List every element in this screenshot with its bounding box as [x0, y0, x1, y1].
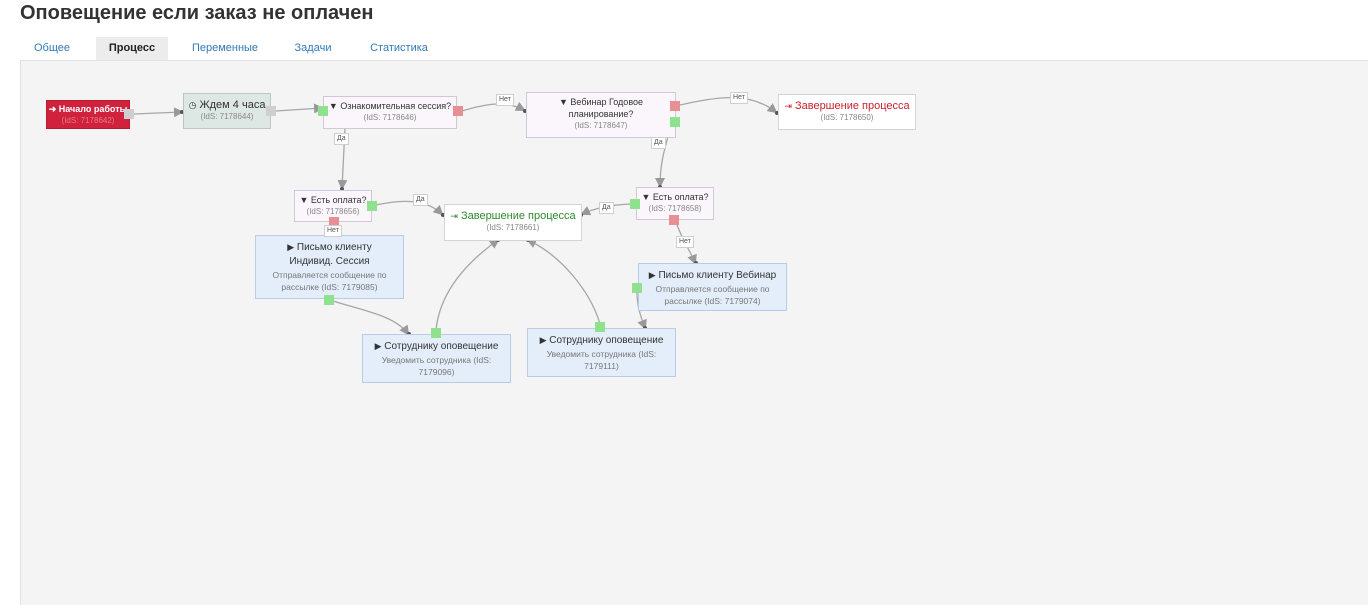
connector-label-yes: Да [599, 202, 614, 214]
sign-in-icon: ➜ [48, 104, 57, 114]
process-canvas[interactable] [20, 60, 1368, 605]
wait-node-ids: (IdS: 7178644) [200, 112, 254, 121]
staff-notify-right-title: Сотруднику оповещение [549, 335, 664, 346]
staff-notify-right-sub: Уведомить сотрудника (IdS: 7179111) [546, 349, 657, 371]
payment-condition-right-ids: (IdS: 7178658) [648, 204, 702, 213]
webinar-yes-port[interactable] [670, 117, 680, 127]
letter-webinar-action-node[interactable]: ▶ Письмо клиенту Вебинар Отправляется со… [638, 263, 787, 311]
play-icon: ▶ [648, 270, 656, 280]
webinar-condition-title: Вебинар Годовое планирование? [568, 97, 644, 119]
webinar-no-port[interactable] [670, 101, 680, 111]
start-node-out-port[interactable] [124, 109, 134, 119]
staff-right-out-port[interactable] [595, 322, 605, 332]
play-icon: ▶ [374, 341, 382, 351]
staff-notify-left-title: Сотруднику оповещение [384, 341, 499, 352]
wait-node[interactable]: ◷ Ждем 4 часа (IdS: 7178644) [183, 93, 271, 129]
letter-webinar-sub: Отправляется сообщение по рассылке (IdS:… [655, 284, 770, 306]
staff-notify-action-node-right[interactable]: ▶ Сотруднику оповещение Уведомить сотруд… [527, 328, 676, 377]
staff-notify-left-sub: Уведомить сотрудника (IdS: 7179096) [381, 355, 492, 377]
letter-individual-action-node[interactable]: ▶ Письмо клиенту Индивид. Сессия Отправл… [255, 235, 404, 299]
intro-session-condition-node[interactable]: ▼ Ознакомительная сессия? (IdS: 7178646) [323, 96, 457, 129]
filter-icon: ▼ [328, 101, 338, 111]
page-title: Оповещение если заказ не оплачен [20, 2, 374, 24]
letter-webinar-title: Письмо клиенту Вебинар [658, 270, 777, 281]
filter-icon: ▼ [299, 195, 309, 205]
filter-icon: ▼ [558, 97, 568, 107]
connector-label-yes: Да [651, 137, 666, 149]
tab-process[interactable]: Процесс [96, 37, 168, 60]
letter-webinar-out-port[interactable] [632, 283, 642, 293]
payment-condition-node-right[interactable]: ▼ Есть оплата? (IdS: 7178658) [636, 187, 714, 220]
intro-session-condition-title: Ознакомительная сессия? [340, 101, 452, 111]
end-process-node-top[interactable]: ⇥ Завершение процесса (IdS: 7178650) [778, 94, 916, 130]
start-node-ids: (IdS: 7178642) [61, 116, 115, 125]
start-node-title: Начало работы [58, 104, 128, 114]
connector-label-yes: Да [334, 133, 349, 145]
tab-general[interactable]: Общее [33, 42, 71, 54]
payment-left-yes-port[interactable] [367, 201, 377, 211]
end-process-top-title: Завершение процесса [794, 100, 910, 112]
end-process-middle-ids: (IdS: 7178661) [486, 223, 540, 232]
payment-condition-node-left[interactable]: ▼ Есть оплата? (IdS: 7178656) [294, 190, 372, 222]
wait-node-out-port[interactable] [266, 106, 276, 116]
payment-left-no-port[interactable] [329, 217, 339, 227]
intro-session-no-port[interactable] [453, 106, 463, 116]
connector-label-yes: Да [413, 194, 428, 206]
connector-label-no: Нет [324, 225, 342, 237]
letter-individual-out-port[interactable] [324, 295, 334, 305]
connector-label-no: Нет [496, 94, 514, 106]
intro-session-in-port[interactable] [318, 106, 328, 116]
play-icon: ▶ [287, 242, 295, 252]
sign-out-icon: ⇥ [450, 211, 458, 221]
webinar-condition-ids: (IdS: 7178647) [574, 121, 628, 130]
tab-statistics[interactable]: Статистика [370, 42, 428, 54]
wait-node-title: Ждем 4 часа [199, 99, 266, 111]
payment-right-no-port[interactable] [669, 215, 679, 225]
clock-icon: ◷ [188, 100, 197, 110]
payment-right-yes-port[interactable] [630, 199, 640, 209]
payment-condition-left-ids: (IdS: 7178656) [306, 207, 360, 216]
letter-individual-sub: Отправляется сообщение по рассылке (IdS:… [272, 270, 387, 292]
sign-out-icon: ⇥ [784, 101, 792, 111]
start-node[interactable]: ➜ Начало работы (IdS: 7178642) [46, 100, 130, 129]
tab-variables[interactable]: Переменные [191, 42, 259, 54]
end-process-node-middle[interactable]: ⇥ Завершение процесса (IdS: 7178661) [444, 204, 582, 241]
payment-condition-right-title: Есть оплата? [652, 192, 709, 202]
connector-label-no: Нет [676, 236, 694, 248]
staff-left-out-port[interactable] [431, 328, 441, 338]
webinar-condition-node[interactable]: ▼ Вебинар Годовое планирование? (IdS: 71… [526, 92, 676, 138]
letter-individual-title: Письмо клиенту Индивид. Сессия [289, 242, 372, 267]
end-process-top-ids: (IdS: 7178650) [820, 113, 874, 122]
intro-session-condition-ids: (IdS: 7178646) [363, 113, 417, 122]
end-process-middle-title: Завершение процесса [460, 210, 576, 222]
payment-condition-left-title: Есть оплата? [310, 195, 367, 205]
play-icon: ▶ [539, 335, 547, 345]
tab-tasks[interactable]: Задачи [294, 42, 332, 54]
connector-label-no: Нет [730, 92, 748, 104]
staff-notify-action-node-left[interactable]: ▶ Сотруднику оповещение Уведомить сотруд… [362, 334, 511, 383]
filter-icon: ▼ [641, 192, 651, 202]
